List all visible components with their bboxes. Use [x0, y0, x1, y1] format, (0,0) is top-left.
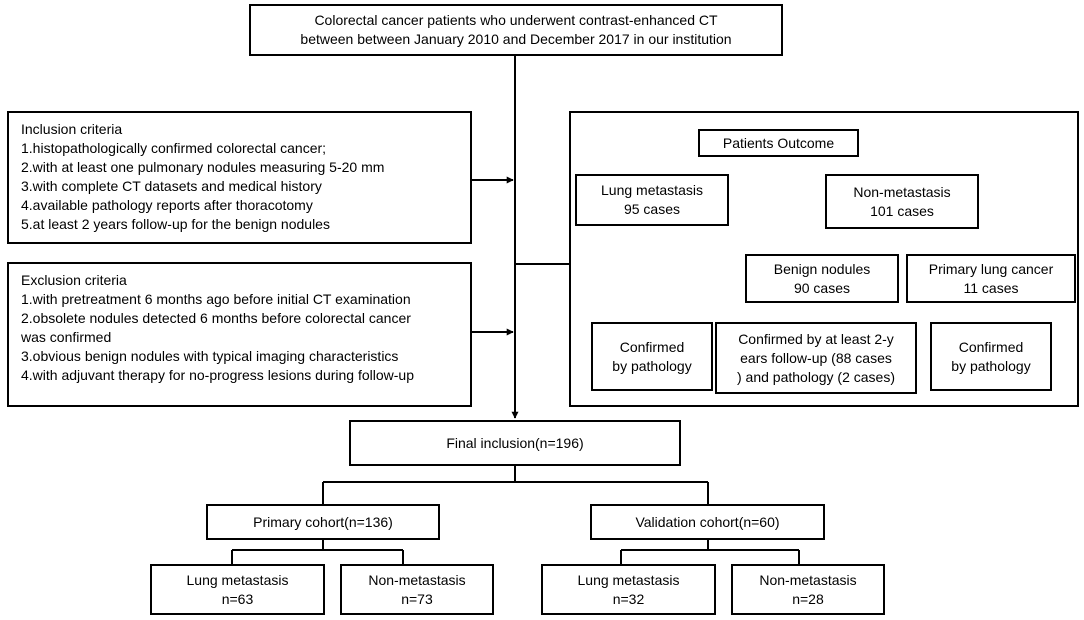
validation-cohort-box: Validation cohort(n=60)	[590, 504, 825, 540]
inclusion-heading: Inclusion criteria	[21, 121, 123, 137]
lung-metastasis-outcome-box: Lung metastasis 95 cases	[575, 174, 729, 226]
inclusion-item: 4.available pathology reports after thor…	[21, 197, 313, 213]
source-population-box: Colorectal cancer patients who underwent…	[249, 4, 783, 56]
validation-non-metastasis-box: Non-metastasis n=28	[731, 564, 885, 615]
confirmed-pathology-a-line-1: Confirmed	[619, 338, 685, 355]
source-line-1: Colorectal cancer patients who underwent…	[314, 12, 718, 28]
validation-cohort-label: Validation cohort(n=60)	[635, 513, 780, 530]
exclusion-heading: Exclusion criteria	[21, 272, 127, 288]
confirmed-followup-line-3: ) and pathology (2 cases)	[737, 368, 895, 385]
inclusion-item: 3.with complete CT datasets and medical …	[21, 178, 322, 194]
exclusion-item: 1.with pretreatment 6 months ago before …	[21, 291, 411, 307]
exclusion-item: 4.with adjuvant therapy for no-progress …	[21, 367, 414, 383]
primary-lung-metastasis-box: Lung metastasis n=63	[150, 564, 325, 615]
confirmed-followup-line-2: ears follow-up (88 cases	[740, 349, 892, 366]
primary-non-metastasis-count: n=73	[401, 590, 433, 607]
inclusion-item: 5.at least 2 years follow-up for the ben…	[21, 216, 330, 232]
final-inclusion-label: Final inclusion(n=196)	[446, 434, 584, 451]
confirmed-by-pathology-box-b: Confirmed by pathology	[930, 322, 1052, 391]
inclusion-item: 2.with at least one pulmonary nodules me…	[21, 159, 385, 175]
primary-lung-cancer-label: Primary lung cancer	[928, 260, 1054, 277]
confirmed-by-pathology-box-a: Confirmed by pathology	[591, 322, 713, 391]
non-metastasis-outcome-box: Non-metastasis 101 cases	[825, 174, 979, 229]
exclusion-item: was confirmed	[21, 329, 112, 345]
inclusion-criteria-box: Inclusion criteria 1.histopathologically…	[7, 111, 472, 244]
primary-cohort-box: Primary cohort(n=136)	[206, 504, 440, 540]
non-metastasis-label: Non-metastasis	[853, 183, 951, 200]
benign-nodules-box: Benign nodules 90 cases	[745, 254, 899, 303]
confirmed-by-followup-box: Confirmed by at least 2-y ears follow-up…	[715, 322, 917, 394]
exclusion-item: 2.obsolete nodules detected 6 months bef…	[21, 310, 411, 326]
exclusion-criteria-box: Exclusion criteria 1.with pretreatment 6…	[7, 262, 472, 407]
final-inclusion-box: Final inclusion(n=196)	[349, 420, 681, 466]
lung-metastasis-label: Lung metastasis	[601, 182, 703, 198]
non-metastasis-count: 101 cases	[870, 202, 934, 219]
exclusion-item: 3.obvious benign nodules with typical im…	[21, 348, 399, 364]
validation-lung-metastasis-label: Lung metastasis	[577, 571, 680, 588]
primary-cohort-label: Primary cohort(n=136)	[253, 513, 393, 530]
confirmed-pathology-b-line-1: Confirmed	[958, 338, 1024, 355]
patients-outcome-box: Patients Outcome	[698, 129, 859, 157]
validation-non-metastasis-count: n=28	[792, 590, 824, 607]
inclusion-item: 1.histopathologically confirmed colorect…	[21, 140, 327, 156]
validation-non-metastasis-label: Non-metastasis	[759, 571, 857, 588]
confirmed-pathology-b-line-2: by pathology	[951, 357, 1031, 374]
primary-non-metastasis-label: Non-metastasis	[368, 571, 466, 588]
benign-nodules-label: Benign nodules	[773, 260, 871, 277]
validation-lung-metastasis-count: n=32	[612, 590, 645, 607]
confirmed-pathology-a-line-2: by pathology	[612, 357, 692, 374]
primary-lung-cancer-box: Primary lung cancer 11 cases	[906, 254, 1076, 303]
patients-outcome-label: Patients Outcome	[722, 134, 835, 151]
primary-lung-metastasis-label: Lung metastasis	[186, 571, 289, 588]
primary-non-metastasis-box: Non-metastasis n=73	[340, 564, 494, 615]
source-line-2: between between January 2010 and Decembe…	[300, 31, 732, 47]
primary-lung-cancer-count: 11 cases	[963, 279, 1019, 296]
benign-nodules-count: 90 cases	[793, 279, 851, 296]
validation-lung-metastasis-box: Lung metastasis n=32	[541, 564, 716, 615]
primary-lung-metastasis-count: n=63	[221, 590, 254, 607]
lung-metastasis-count: 95 cases	[623, 201, 681, 217]
confirmed-followup-line-1: Confirmed by at least 2-y	[738, 330, 894, 347]
